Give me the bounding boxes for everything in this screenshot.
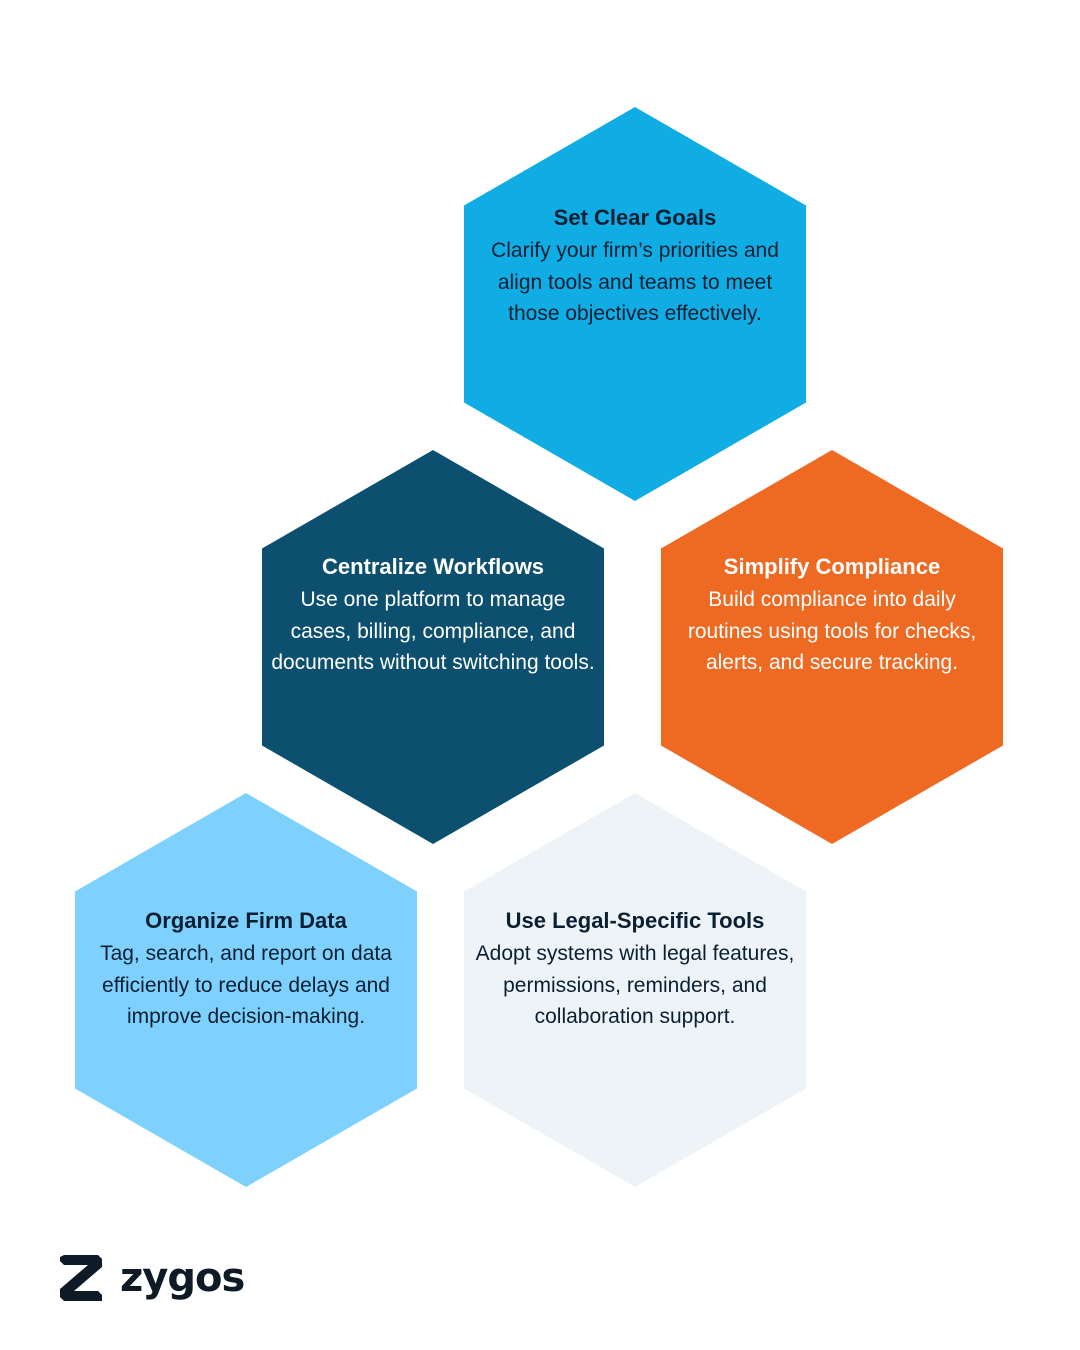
brand-wordmark: zygos xyxy=(120,1255,245,1301)
hexagon-organize-firm-data: Organize Firm Data Tag, search, and repo… xyxy=(75,793,417,1187)
hexagon-set-clear-goals: Set Clear Goals Clarify your firm’s prio… xyxy=(464,107,806,501)
hexagon-content: Centralize Workflows Use one platform to… xyxy=(270,552,596,679)
hexagon-content: Simplify Compliance Build compliance int… xyxy=(669,552,995,679)
hexagon-title: Use Legal-Specific Tools xyxy=(505,908,765,933)
hexagon-content: Organize Firm Data Tag, search, and repo… xyxy=(83,906,409,1033)
hexagon-title: Centralize Workflows xyxy=(321,554,545,579)
hexagon-simplify-compliance: Simplify Compliance Build compliance int… xyxy=(661,450,1003,844)
zygos-logo-icon xyxy=(60,1255,102,1301)
brand-logo: zygos xyxy=(54,1247,245,1309)
hexagon-description: Clarify your firm’s priorities and align… xyxy=(491,239,779,325)
hexagon-description: Adopt systems with legal features, permi… xyxy=(475,942,795,1028)
hexagon-centralize-workflows: Centralize Workflows Use one platform to… xyxy=(262,450,604,844)
hexagon-legal-specific-tools: Use Legal-Specific Tools Adopt systems w… xyxy=(464,793,806,1187)
hexagon-title: Set Clear Goals xyxy=(553,205,717,230)
hexagon-description: Build compliance into daily routines usi… xyxy=(687,588,977,674)
hexagon-title: Simplify Compliance xyxy=(723,554,941,579)
hexagon-content: Use Legal-Specific Tools Adopt systems w… xyxy=(472,906,798,1033)
hexagon-title: Organize Firm Data xyxy=(145,908,347,933)
hexagon-description: Use one platform to manage cases, billin… xyxy=(271,588,595,674)
hexagon-content: Set Clear Goals Clarify your firm’s prio… xyxy=(472,203,798,330)
hexagon-description: Tag, search, and report on data efficien… xyxy=(100,942,392,1028)
